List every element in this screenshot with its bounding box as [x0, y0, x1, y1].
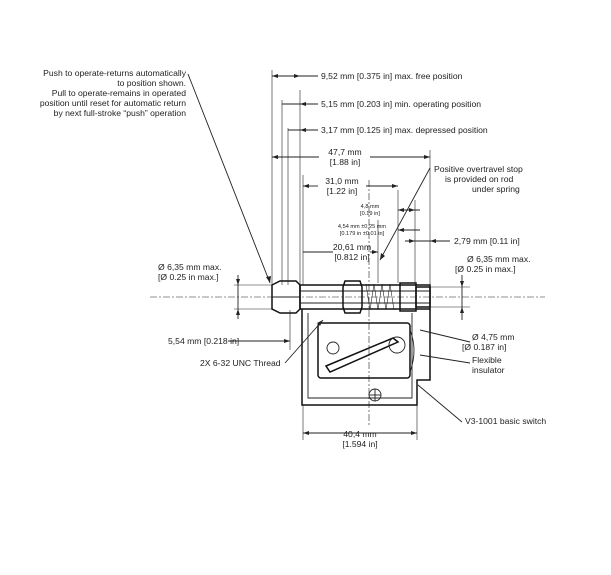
arrow: [272, 74, 278, 78]
dim-40-4-in: [1.594 in]: [342, 439, 377, 449]
arrow: [392, 184, 398, 188]
insulator-line-2: insulator: [472, 365, 505, 375]
arrow: [236, 279, 240, 285]
flexible-insulator: [409, 329, 415, 373]
arrow: [460, 307, 464, 313]
leader-lines: [187, 73, 471, 423]
leader-insulator: [419, 354, 471, 364]
lever-roller: [388, 336, 406, 354]
arrow: [460, 281, 464, 287]
leader-thread: [284, 319, 324, 364]
spool: [342, 280, 363, 314]
overtravel-line-1: Positive overtravel stop: [434, 164, 523, 174]
arrow: [411, 431, 417, 435]
bracket-frame: [301, 309, 431, 406]
dim-31-mm: 31,0 mm: [325, 176, 358, 186]
dim-2-79-label: 2,79 mm [0.11 in]: [454, 236, 520, 246]
arrow: [294, 74, 300, 78]
switch-lever: [324, 337, 400, 373]
leader-dia-4-75: [419, 329, 471, 343]
leader-overtravel: [379, 167, 431, 261]
overtravel-line-2: is provided on rod: [445, 174, 514, 184]
extension-lines: [234, 70, 470, 440]
push-note-line-2: to position shown.: [117, 78, 186, 88]
basic-switch-label: V3-1001 basic switch: [465, 416, 546, 426]
dim-5-54-label: 5,54 mm [0.218 in]: [168, 336, 239, 346]
arrow: [398, 228, 404, 232]
dim-20-61-in: [0.812 in]: [334, 252, 369, 262]
dia-4-75-mm: Ø 4,75 mm: [472, 332, 515, 342]
dim-47-7-in: [1.88 in]: [330, 157, 361, 167]
arrow: [424, 155, 430, 159]
left-dia-in: [Ø 0.25 in max.]: [158, 272, 219, 282]
bracket-inner: [307, 313, 413, 399]
arrow: [317, 320, 323, 326]
dimension-lines: [228, 74, 464, 435]
dim-4-8-in: [0.19 in]: [360, 211, 380, 217]
dim-31-in: [1.22 in]: [327, 186, 358, 196]
right-dia-mm: Ø 6,35 mm max.: [467, 254, 531, 264]
arrow: [380, 253, 385, 260]
right-dia-in: [Ø 0.25 in max.]: [455, 264, 516, 274]
leader-push-note: [187, 73, 271, 284]
overtravel-line-3: under spring: [472, 184, 520, 194]
arrow: [409, 208, 415, 212]
switch-body-drawing: [150, 180, 545, 425]
insulator-line-1: Flexible: [472, 355, 502, 365]
push-note-line-4: position until reset for automatic retur…: [40, 98, 186, 108]
arrow: [409, 239, 415, 243]
left-dia-mm: Ø 6,35 mm max.: [158, 262, 222, 272]
dim-4-54-in: [0.179 in ±0.01 in]: [340, 231, 385, 237]
spring: [365, 283, 395, 311]
arrow: [372, 250, 378, 254]
arrow: [430, 239, 436, 243]
arrow: [303, 431, 309, 435]
arrow: [266, 276, 271, 283]
mount-screw-upper: [326, 341, 340, 355]
arrow: [303, 184, 309, 188]
push-note-line-5: by next full-stroke “push” operation: [54, 108, 187, 118]
arrow: [398, 208, 404, 212]
arrow: [300, 102, 306, 106]
basic-switch-body: [317, 322, 411, 379]
dim-4-8-mm: 4,8 mm: [361, 204, 380, 210]
push-note-line-3: Pull to operate-remains in operated: [52, 88, 186, 98]
dia-4-75-in: [Ø 0.187 in]: [462, 342, 506, 352]
labels: Push to operate-returns automatically to…: [40, 68, 547, 449]
dim-20-61-mm: 20,61 mm: [333, 242, 371, 252]
operating-position-label: 5,15 mm [0.203 in] min. operating positi…: [321, 99, 481, 109]
arrow: [284, 339, 290, 343]
arrow: [272, 155, 278, 159]
dim-40-4-mm: 40,4 mm: [343, 429, 376, 439]
dim-47-7-mm: 47,7 mm: [328, 147, 361, 157]
push-note-line-1: Push to operate-returns automatically: [43, 68, 187, 78]
depressed-position-label: 3,17 mm [0.125 in] max. depressed positi…: [321, 125, 488, 135]
leader-basic-switch: [417, 384, 463, 423]
arrow: [300, 128, 306, 132]
arrow: [236, 309, 240, 315]
dim-4-54-mm: 4,54 mm ±0,25 mm: [338, 224, 386, 230]
thread-label: 2X 6-32 UNC Thread: [200, 358, 281, 368]
free-position-label: 9,52 mm [0.375 in] max. free position: [321, 71, 463, 81]
rod-end: [415, 286, 431, 308]
